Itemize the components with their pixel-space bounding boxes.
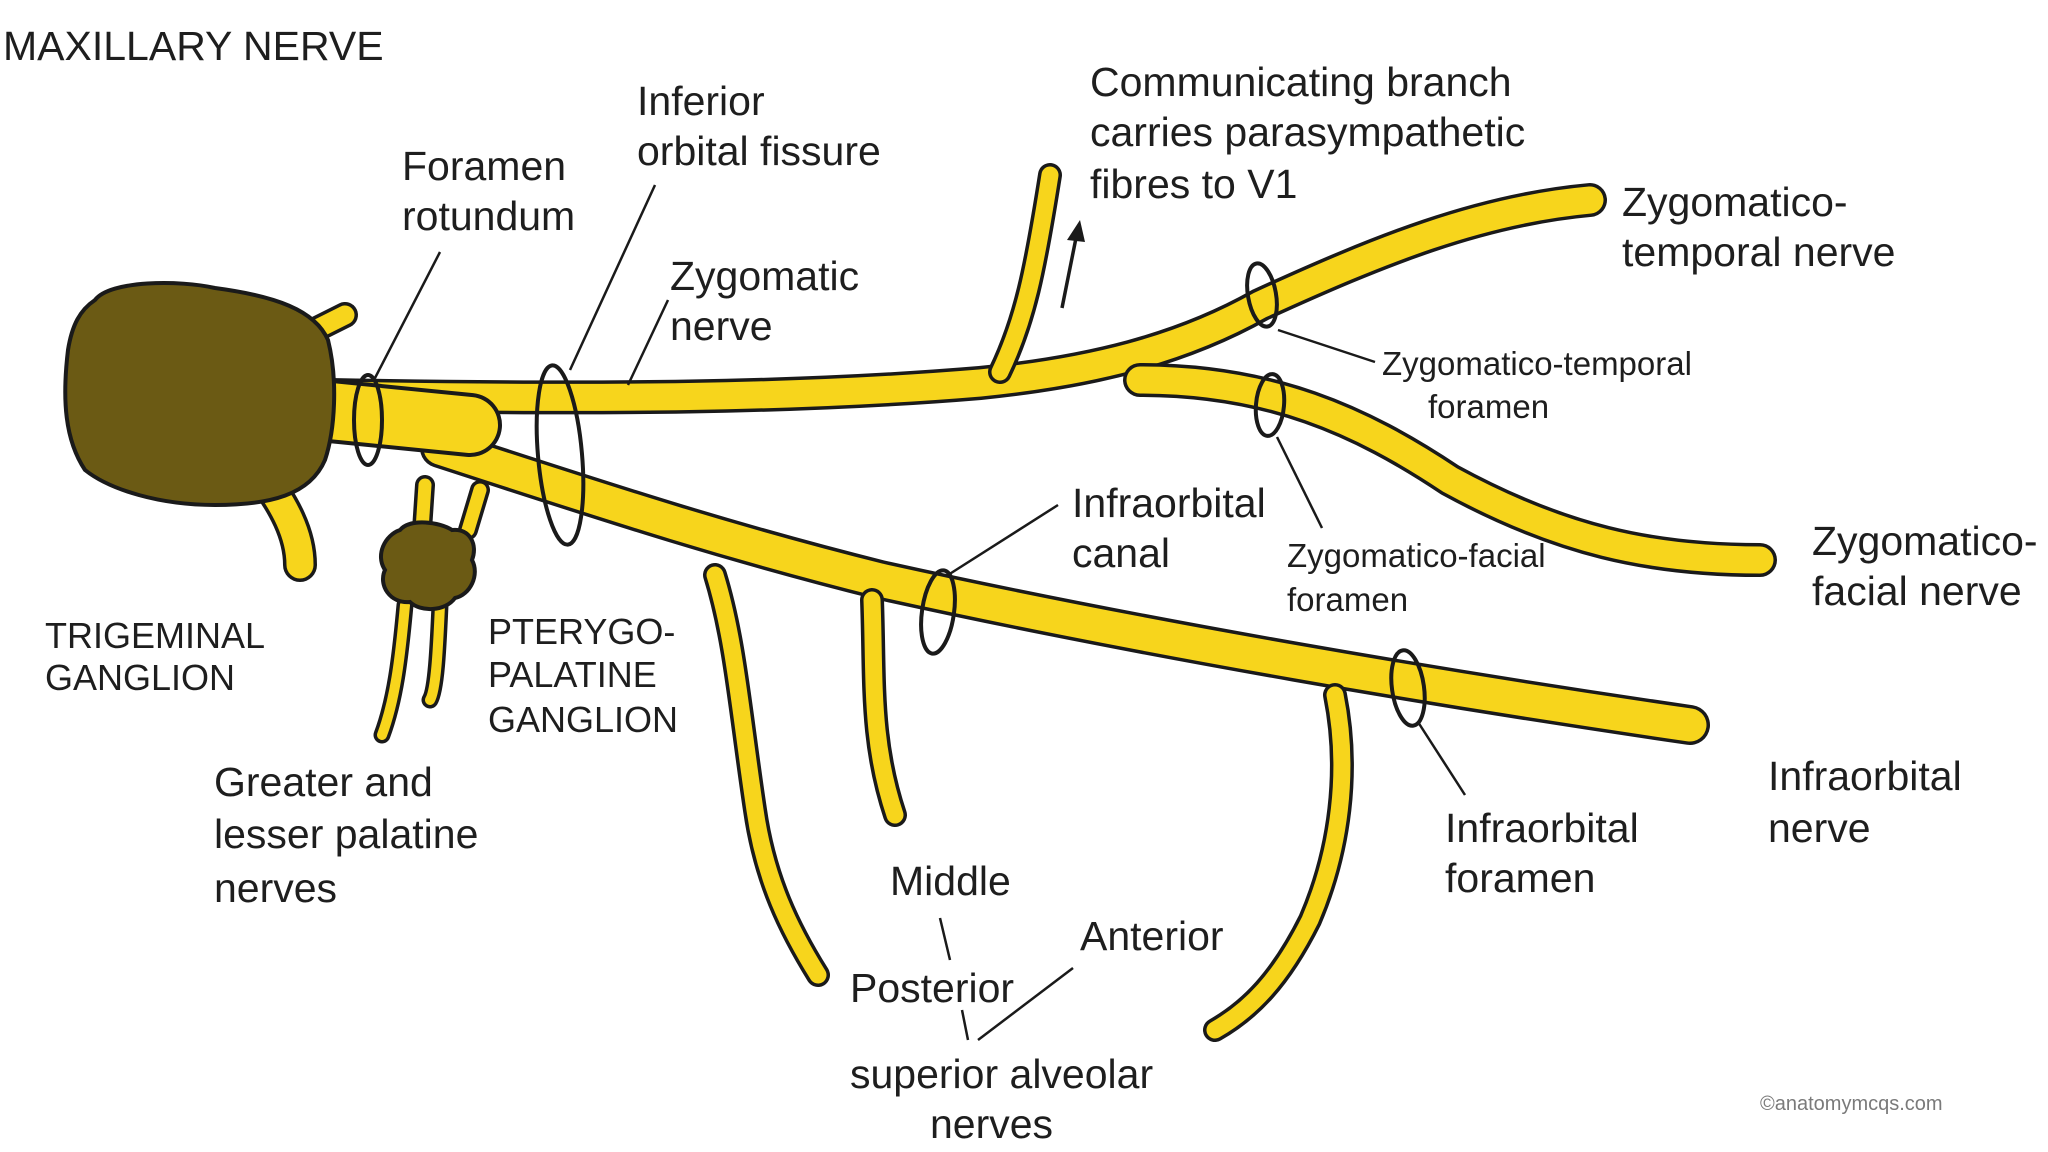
lesser-palatine-nerve <box>425 600 445 705</box>
leader-lines <box>373 184 1467 1041</box>
diagram-title: MAXILLARY NERVE <box>3 23 384 69</box>
infraorbital-foramen-ring <box>1389 648 1427 728</box>
label-pterygopalatine-ganglion: PTERYGO- PALATINE GANGLION <box>488 611 685 740</box>
leader-inferior-orbital-fissure <box>568 184 657 371</box>
trigeminal-ganglion <box>63 281 337 508</box>
greater-palatine-nerve <box>377 600 410 740</box>
label-zygomaticotemporal-nerve: Zygomatico- temporal nerve <box>1622 179 1895 275</box>
nerve-paths <box>241 163 1777 1042</box>
zygomaticofacial-branch <box>1126 366 1774 574</box>
label-infraorbital-canal: Infraorbital canal <box>1072 480 1277 576</box>
label-infraorbital-nerve: Infraorbital nerve <box>1768 753 1973 851</box>
label-communicating-branch: Communicating branch carries parasympath… <box>1090 59 1537 207</box>
leader-foramen-rotundum <box>373 251 442 379</box>
leader-posterior <box>960 1009 970 1041</box>
label-infraorbital-foramen: Infraorbital foramen <box>1445 805 1650 901</box>
leader-zygomaticotemporal-foramen <box>1277 328 1376 364</box>
label-zygomaticofacial-foramen: Zygomatico-facial foramen <box>1287 537 1555 618</box>
leader-infraorbital-foramen <box>1416 721 1467 796</box>
leader-zygomaticofacial-foramen <box>1275 436 1324 529</box>
label-trigeminal-ganglion: TRIGEMINAL GANGLION <box>45 615 274 698</box>
arrow-up-icon <box>1060 220 1085 309</box>
main-trunk <box>316 186 1604 411</box>
zygomaticofacial-foramen-ring <box>1253 372 1287 438</box>
pterygopalatine-ganglion <box>379 520 477 611</box>
posterior-superior-alveolar-nerve <box>706 566 827 984</box>
anterior-superior-alveolar-nerve <box>1206 686 1351 1039</box>
label-zygomatic-nerve: Zygomatic nerve <box>670 253 871 349</box>
inferior-orbital-fissure-ring <box>534 363 586 547</box>
leader-anterior <box>977 967 1074 1041</box>
root-trunk <box>292 382 498 453</box>
leader-infraorbital-canal <box>947 503 1059 577</box>
label-palatine-nerves: Greater and lesser palatine nerves <box>214 759 490 911</box>
label-anterior: Anterior <box>1080 913 1224 959</box>
infraorbital-nerve <box>423 431 1707 742</box>
label-superior-alveolar-nerves: superior alveolar nerves <box>850 1051 1165 1147</box>
label-inferior-orbital-fissure: Inferior orbital fissure <box>637 78 881 174</box>
infraorbital-canal-ring <box>919 568 957 656</box>
communicating-branch <box>991 166 1059 381</box>
label-posterior: Posterior <box>850 965 1014 1011</box>
leader-zygomatic-nerve <box>626 299 670 386</box>
label-zygomaticofacial-nerve: Zygomatico- facial nerve <box>1812 518 2048 614</box>
middle-superior-alveolar-nerve <box>863 591 904 824</box>
label-zygomaticotemporal-foramen: Zygomatico-temporal foramen <box>1382 345 1701 425</box>
zygomaticotemporal-foramen-ring <box>1245 261 1279 329</box>
leader-middle <box>938 917 952 961</box>
label-foramen-rotundum: Foramen rotundum <box>402 143 577 239</box>
copyright-text: ©anatomymcqs.com <box>1760 1093 1943 1115</box>
label-middle: Middle <box>890 858 1011 904</box>
foramen-rotundum-ring <box>352 373 384 467</box>
